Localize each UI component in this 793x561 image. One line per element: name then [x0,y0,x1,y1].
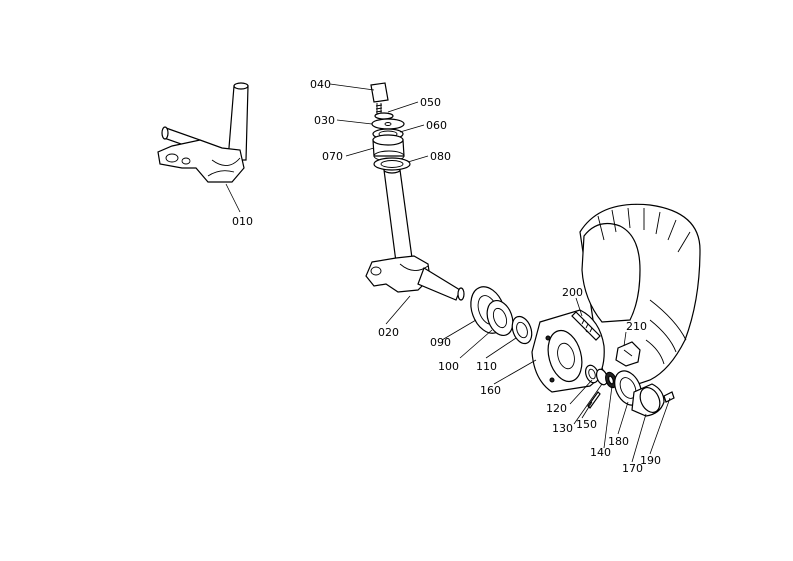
leader-lines [225,83,671,463]
part-050-washer [374,112,394,120]
label-170: 170 [622,462,643,475]
part-030-plate [371,118,405,130]
part-020-knuckle-assembly [365,166,465,301]
label-150: 150 [576,418,597,431]
label-130: 130 [552,422,573,435]
label-110: 110 [476,360,497,373]
label-030: 030 [314,114,335,127]
part-040-bolt [370,82,389,114]
label-040: 040 [310,78,331,91]
part-110-seal [511,315,533,345]
label-140: 140 [590,446,611,459]
part-010-knuckle [157,82,249,183]
label-100: 100 [438,360,459,373]
label-180: 180 [608,435,629,448]
part-080-seal [373,157,411,171]
part-200-stud [571,311,601,341]
label-160: 160 [480,384,501,397]
label-200: 200 [562,286,583,299]
label-080: 080 [430,150,451,163]
label-050: 050 [420,96,441,109]
label-120: 120 [546,402,567,415]
part-140-nut [605,371,617,389]
part-210-nut [615,341,641,367]
part-190-grease-nipple [663,391,675,403]
label-010: 010 [232,215,253,228]
part-labels: 040 050 030 060 070 080 010 020 090 100 … [232,78,661,475]
label-070: 070 [322,150,343,163]
tire [579,203,701,391]
part-170-hub-cap [631,383,665,417]
label-020: 020 [378,326,399,339]
label-210: 210 [626,320,647,333]
label-090: 090 [430,336,451,349]
part-090-100-bearing [470,286,514,337]
part-070-bushing [372,134,405,162]
label-060: 060 [426,119,447,132]
label-190: 190 [640,454,661,467]
